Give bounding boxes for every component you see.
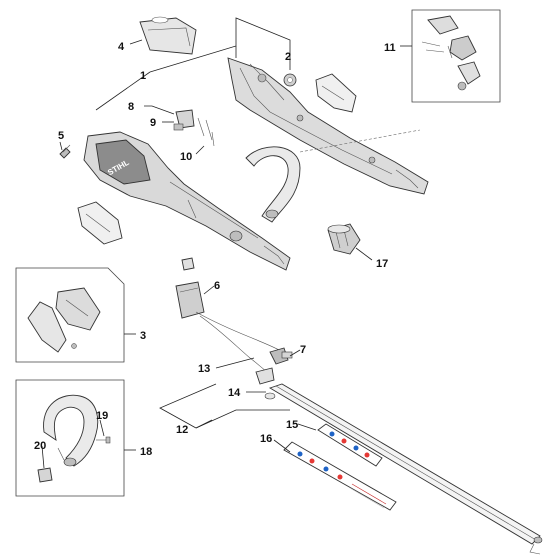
callout-9: 9 <box>150 117 156 129</box>
part-18-loop-handle[interactable] <box>43 394 99 467</box>
callout-4: 4 <box>118 41 125 53</box>
callout-3: 3 <box>140 330 146 342</box>
callout-18: 18 <box>140 446 152 458</box>
part-8-9-10-small-parts[interactable] <box>173 109 215 147</box>
part-1-housing-lower[interactable]: STIHL <box>83 131 291 271</box>
part-14-sleeve[interactable] <box>264 392 276 400</box>
callout-14: 14 <box>228 387 241 399</box>
shroud-lower <box>77 201 123 245</box>
assembly-axis <box>299 129 421 153</box>
callout-16: 16 <box>260 433 272 445</box>
callout-8: 8 <box>128 101 134 113</box>
part-11-switch-parts[interactable] <box>421 15 481 91</box>
part-5-screw[interactable] <box>59 144 71 159</box>
callout-19: 19 <box>96 410 108 422</box>
callout-20: 20 <box>34 440 46 452</box>
group-box-11 <box>411 9 501 103</box>
callout-10: 10 <box>180 151 192 163</box>
callout-17: 17 <box>376 258 388 270</box>
callout-6: 6 <box>214 280 220 292</box>
shaft-tube[interactable] <box>268 383 543 555</box>
part-20-nut[interactable] <box>37 467 53 483</box>
part-4-cover[interactable] <box>139 16 197 55</box>
plug-small <box>181 257 195 271</box>
bracket-upper <box>315 73 357 113</box>
part-16-label[interactable] <box>283 441 397 511</box>
leader-lines <box>41 17 412 469</box>
callout-13: 13 <box>198 363 210 375</box>
group-box-3 <box>15 267 125 363</box>
callout-5: 5 <box>58 130 64 142</box>
part-15-label[interactable] <box>317 423 383 467</box>
callout-11: 11 <box>384 42 396 54</box>
group-box-18 <box>15 379 125 497</box>
part-17-knob[interactable] <box>327 223 361 255</box>
part-7-connector[interactable] <box>281 351 293 359</box>
part-6-switch[interactable] <box>175 281 205 319</box>
callout-7: 7 <box>300 344 306 356</box>
loop-handle-upper <box>245 146 301 223</box>
part-19-screw[interactable] <box>96 436 111 444</box>
callout-15: 15 <box>286 419 298 431</box>
callout-1: 1 <box>140 70 146 82</box>
callout-2: 2 <box>285 51 291 63</box>
part-3-clip-halves[interactable] <box>27 287 101 353</box>
callout-numbers: 1 2 3 4 5 6 7 8 9 10 11 12 13 14 15 16 1… <box>34 41 396 458</box>
part-13-cable-harness[interactable] <box>195 311 293 385</box>
callout-12: 12 <box>176 424 188 436</box>
part-2-seal[interactable] <box>283 73 297 87</box>
part-1-housing-upper[interactable] <box>227 57 429 195</box>
